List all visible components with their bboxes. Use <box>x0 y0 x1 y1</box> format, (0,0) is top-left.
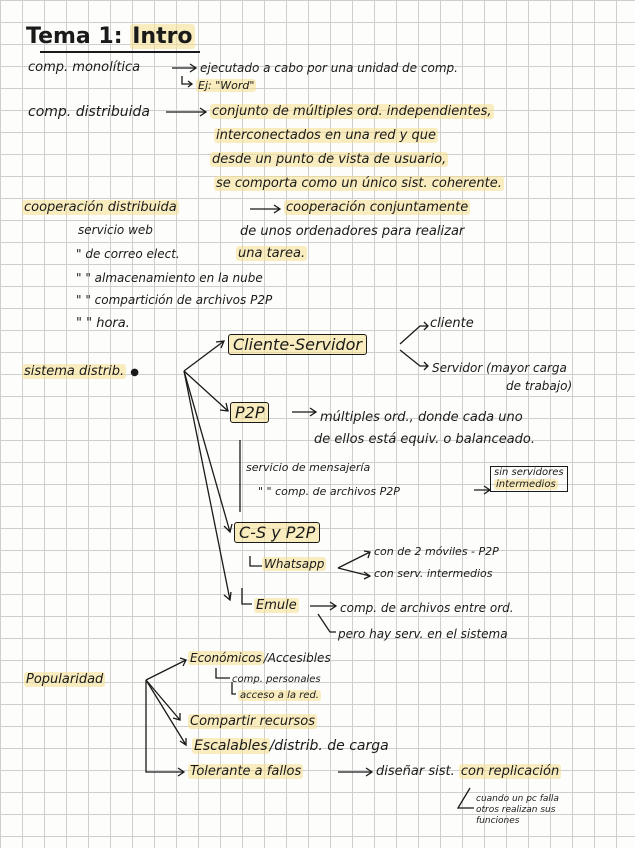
economicos-detalle-1: comp. personales <box>232 674 321 685</box>
emule-def-2: pero hay serv. en el sistema <box>338 627 508 641</box>
tolerante-label: Tolerante a fallos <box>188 764 304 779</box>
distribuida-def-3: desde un punto de vista de usuario, <box>210 152 449 167</box>
p2p-ejemplo-2: " " comp. de archivos P2P <box>258 485 400 498</box>
servicio-item: " de correo elect. <box>76 247 180 261</box>
economicos-detalle-2: acceso a la red. <box>238 690 321 701</box>
page-title: Tema 1: Intro <box>26 24 195 49</box>
whatsapp-label: Whatsapp <box>262 557 327 571</box>
cooperacion-def-1: cooperación conjuntamente <box>284 200 471 215</box>
monolitica-example: Ej: "Word" <box>196 79 257 92</box>
tolerante-def: diseñar sist. con replicación <box>376 764 562 779</box>
emule-def-1: comp. de archivos entre ord. <box>340 601 514 615</box>
distribuida-label: comp. distribuida <box>28 104 151 120</box>
p2p-box: P2P <box>230 402 270 424</box>
distribuida-def-4: se comporta como un único sist. coherent… <box>214 176 504 191</box>
popularidad-label: Popularidad <box>24 672 106 687</box>
servicio-item: " " almacenamiento en la nube <box>76 271 263 285</box>
cliente-servidor-box: Cliente-Servidor <box>228 334 367 356</box>
title-intro: Intro <box>130 24 195 49</box>
distribuida-def-1: conjunto de múltiples ord. independiente… <box>210 104 494 119</box>
cliente-label: cliente <box>430 316 474 331</box>
servicio-item: " " compartición de archivos P2P <box>76 293 273 307</box>
p2p-def-1: múltiples ord., donde cada uno <box>320 410 523 425</box>
servicio-item: " " hora. <box>76 316 130 331</box>
servidor-label-2: de trabajo) <box>506 379 573 393</box>
servicio-item: servicio web <box>78 223 153 237</box>
p2p-def-2: de ellos está equiv. o balanceado. <box>314 432 535 447</box>
monolitica-def: ejecutado a cabo por una unidad de comp. <box>200 61 458 75</box>
servidor-label: Servidor (mayor carga <box>432 361 567 375</box>
distribuida-def-2: interconectados en una red y que <box>214 128 438 143</box>
whatsapp-intermedios: con serv. intermedios <box>374 567 493 580</box>
compartir-recursos: Compartir recursos <box>188 714 318 729</box>
monolitica-label: comp. monolítica <box>28 60 141 75</box>
emule-label: Emule <box>254 598 299 613</box>
sistema-distrib-label: sistema distrib. ● <box>22 364 139 379</box>
economicos-label: Económicos/Accesibles <box>188 651 331 665</box>
whatsapp-p2p: con de 2 móviles - P2P <box>374 545 499 558</box>
p2p-ejemplo-1: servicio de mensajería <box>246 461 371 474</box>
escalables-label: Escalables/distrib. de carga <box>192 738 389 754</box>
cooperacion-label: cooperación distribuida <box>22 200 179 215</box>
cooperacion-def-3: una tarea. <box>236 246 308 261</box>
cooperacion-def-2: de unos ordenadores para realizar <box>240 224 465 239</box>
cs-p2p-box: C-S y P2P <box>234 522 321 544</box>
